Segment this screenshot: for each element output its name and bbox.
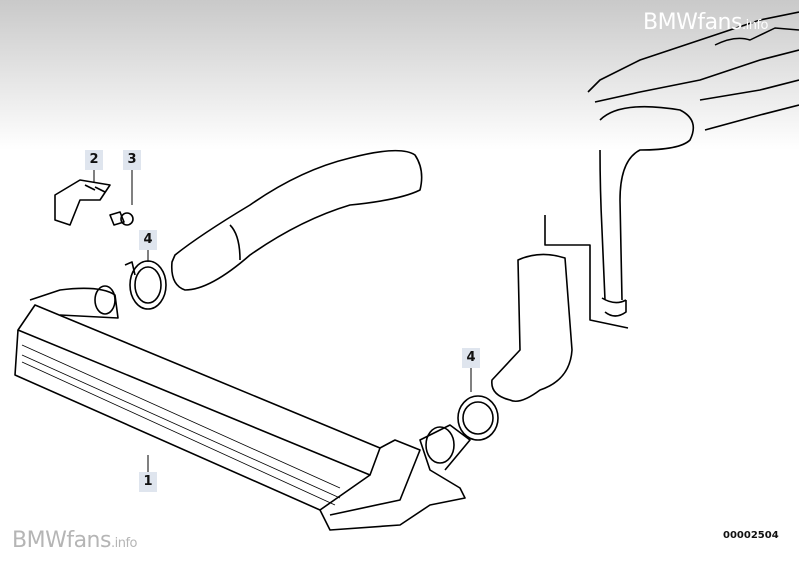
intake-manifold: [587, 11, 799, 131]
diagram-code: 00002504: [723, 530, 779, 541]
watermark-swoosh: [714, 27, 799, 46]
leader-lines: [93, 170, 472, 472]
hose-lower: [491, 253, 573, 403]
part-label-4-lower[interactable]: 4: [462, 348, 480, 368]
watermark-bottom: BMWfans.info: [12, 528, 137, 553]
part-label-3[interactable]: 3: [123, 150, 141, 170]
pipe-upper-right: [544, 105, 695, 329]
hose-upper: [170, 149, 423, 291]
part-label-4-upper[interactable]: 4: [139, 230, 157, 250]
watermark-top: BMWfans.info: [643, 10, 768, 35]
intercooler: [14, 285, 471, 531]
bracket-and-bolt: [54, 179, 134, 226]
part-label-2[interactable]: 2: [85, 150, 103, 170]
part-label-1[interactable]: 1: [139, 472, 157, 492]
header-gradient: [0, 0, 799, 150]
